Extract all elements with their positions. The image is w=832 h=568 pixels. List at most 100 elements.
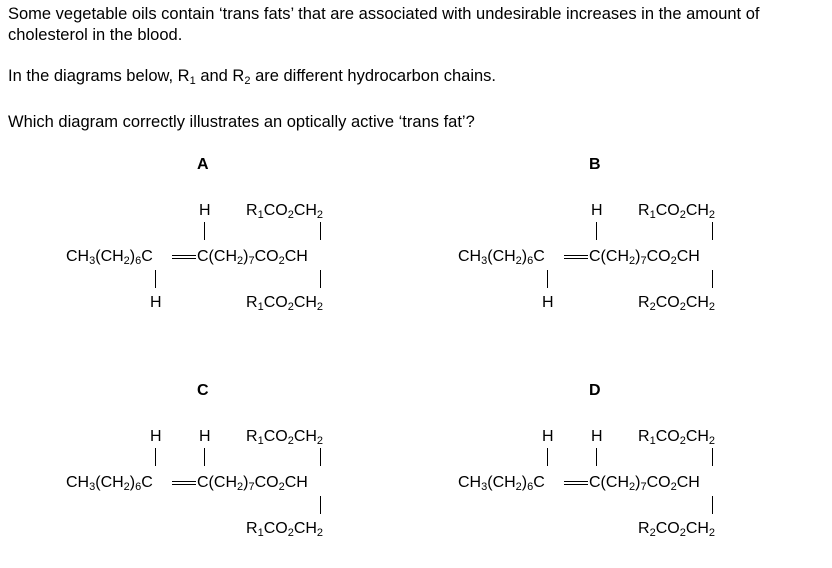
formula-text: CO <box>254 248 279 265</box>
structure-b: H R1CO2CH2 CH3(CH2)6C C(CH2)7CO2CH H R2C… <box>458 202 758 342</box>
option-label-c: C <box>197 382 209 399</box>
subscript: 3 <box>89 255 96 267</box>
lower-substituent: R1CO2CH2 <box>246 520 323 539</box>
h-top-right: H <box>591 202 603 219</box>
h-top-right: H <box>199 428 211 445</box>
subscript: 2 <box>670 481 677 493</box>
subscript: 2 <box>287 301 294 313</box>
single-bond <box>596 222 598 240</box>
subscript: 2 <box>316 435 324 447</box>
formula-text: R <box>246 428 258 445</box>
subscript: 1 <box>257 435 264 447</box>
subscript: 2 <box>515 481 522 493</box>
subscript: 2 <box>278 255 285 267</box>
subscript: 7 <box>248 481 255 493</box>
formula-text: R <box>246 520 258 537</box>
subscript: 6 <box>135 255 142 267</box>
subscript: 2 <box>278 481 285 493</box>
subscript: 2 <box>670 255 677 267</box>
subscript: 2 <box>708 209 716 221</box>
formula-text: ) <box>243 474 249 491</box>
formula-text: C(CH <box>589 248 629 265</box>
left-chain: CH3(CH2)6C <box>458 248 545 267</box>
subscript: 2 <box>287 435 294 447</box>
lower-substituent: R2CO2CH2 <box>638 520 716 539</box>
double-bond <box>564 255 588 259</box>
formula-text: CO <box>254 474 279 491</box>
formula-text: ) <box>243 248 249 265</box>
subscript: 2 <box>123 255 130 267</box>
upper-substituent: R1CO2CH2 <box>246 428 324 447</box>
formula-text: CH <box>293 520 317 537</box>
formula-text: CO <box>263 294 288 311</box>
double-bond <box>564 481 588 485</box>
formula-text: C(CH <box>589 474 629 491</box>
single-bond <box>155 270 157 288</box>
subscript: 3 <box>481 255 488 267</box>
formula-text: R <box>638 202 650 219</box>
formula-text: CO <box>646 248 671 265</box>
subscript: 1 <box>189 75 196 87</box>
subscript: 3 <box>89 481 96 493</box>
formula-text: CO <box>655 428 680 445</box>
subscript: 1 <box>649 435 656 447</box>
formula-text: R <box>638 428 650 445</box>
formula-text: CO <box>646 474 671 491</box>
single-bond <box>712 270 714 288</box>
subscript: 3 <box>481 481 488 493</box>
option-label-b: B <box>589 156 601 173</box>
subscript: 2 <box>679 209 686 221</box>
upper-substituent: R1CO2CH2 <box>638 428 715 447</box>
formula-text: C(CH <box>197 248 237 265</box>
right-chain: C(CH2)7CO2CH <box>589 474 700 493</box>
formula-text: CH <box>676 248 700 265</box>
subscript: 2 <box>708 527 716 539</box>
subscript: 7 <box>248 255 255 267</box>
single-bond <box>547 448 549 466</box>
formula-text: CO <box>655 202 680 219</box>
subscript: 2 <box>287 527 294 539</box>
subscript: 1 <box>257 209 264 221</box>
h-top-right: H <box>591 428 603 445</box>
formula-text: CH <box>66 474 90 491</box>
single-bond <box>712 222 714 240</box>
formula-text: CH <box>458 474 482 491</box>
right-chain: C(CH2)7CO2CH <box>589 248 700 267</box>
formula-text: CO <box>655 294 680 311</box>
single-bond <box>320 270 322 288</box>
option-label-a: A <box>197 156 209 173</box>
right-chain: C(CH2)7CO2CH <box>197 248 308 267</box>
h-top-right: H <box>199 202 211 219</box>
left-chain: CH3(CH2)6C <box>66 248 153 267</box>
subscript: 2 <box>123 481 130 493</box>
formula-text: CH <box>685 428 709 445</box>
formula-text: R <box>246 202 258 219</box>
formula-text: CH <box>685 202 709 219</box>
double-bond <box>172 481 196 485</box>
formula-text: CH <box>284 474 308 491</box>
formula-text: CO <box>263 202 288 219</box>
formula-text: (CH <box>95 248 124 265</box>
h-top-left: H <box>150 428 162 445</box>
upper-substituent: R1CO2CH2 <box>246 202 323 221</box>
subscript: 2 <box>237 481 244 493</box>
single-bond <box>155 448 157 466</box>
formula-text: CH <box>458 248 482 265</box>
formula-text: CH <box>676 474 700 491</box>
subscript: 2 <box>287 209 294 221</box>
diagrams-note: In the diagrams below, R1 and R2 are dif… <box>8 66 496 87</box>
subscript: 2 <box>244 75 251 87</box>
formula-text: R <box>638 520 650 537</box>
subscript: 2 <box>679 301 686 313</box>
option-label-d: D <box>589 382 601 399</box>
formula-text: C(CH <box>197 474 237 491</box>
formula-text: CO <box>263 428 288 445</box>
subscript: 2 <box>679 527 686 539</box>
single-bond <box>320 448 322 466</box>
subscript: 2 <box>629 481 636 493</box>
subscript: 2 <box>629 255 636 267</box>
left-chain: CH3(CH2)6C <box>66 474 153 493</box>
formula-text: CH <box>293 428 317 445</box>
single-bond <box>204 448 206 466</box>
question-prompt: Which diagram correctly illustrates an o… <box>8 113 475 131</box>
